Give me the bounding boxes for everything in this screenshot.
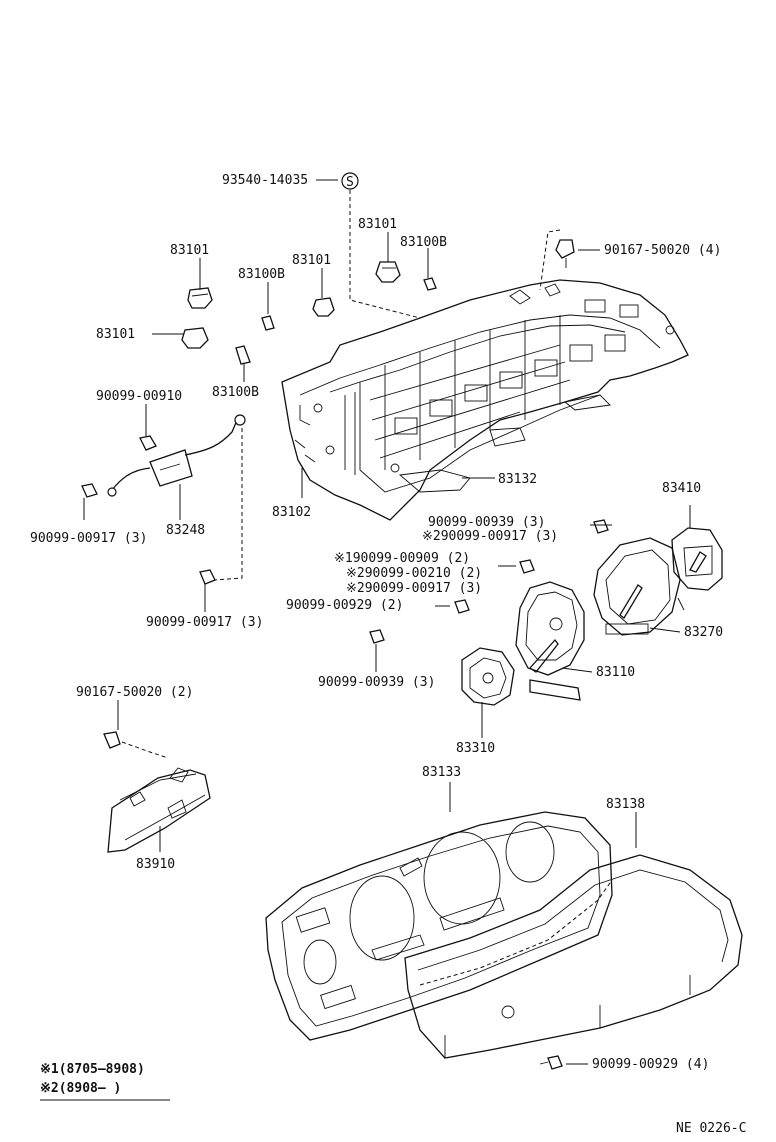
gauge-83310 [461,647,515,706]
sensor-83248 [107,414,246,497]
connector-83910 [107,767,211,853]
screw-90099-917-left [81,483,98,498]
label-90099-00929-2: 90099-00929 (2) [286,598,403,613]
socket-83101-a [187,287,213,309]
clip-s-icon: S [341,172,359,190]
bulb-83100b-b [261,315,275,331]
label-83101-b: 83101 [358,217,397,232]
clip-s-letter: S [346,175,354,190]
leader-lines [83,179,691,1065]
label-83100b-b: 83100B [238,267,285,282]
screw-90167-lower [103,731,121,749]
lens-83138 [404,854,743,1059]
label-ref2-00210: ※290099-00210 (2) [346,566,482,581]
label-90167-50020-2: 90167-50020 (2) [76,685,193,700]
label-83133: 83133 [422,765,461,780]
screw-90099-00910 [139,435,157,451]
socket-83101-c [312,297,335,317]
screw-90167-top [555,239,575,268]
bulb-83100b-a [423,277,437,291]
gauge-83270 [593,537,685,636]
label-83310: 83310 [456,741,495,756]
socket-83101-d [181,327,209,349]
screw-90099-939-lower [369,629,385,644]
label-93540-14035: 93540-14035 [222,173,308,188]
label-90099-00939-3b: 90099-00939 (3) [318,675,435,690]
bulb-83100b-c [235,345,251,365]
label-83138: 83138 [606,797,645,812]
label-83101-c: 83101 [292,253,331,268]
label-83410: 83410 [662,481,701,496]
housing-83102 [281,279,689,521]
legend: ※1(8705—8908) ※2(8908— ) [40,1062,170,1101]
legend-line-2: ※2(8908— ) [40,1081,121,1096]
label-83100b-a: 83100B [400,235,447,250]
gauge-83110 [515,581,585,701]
label-90099-00910: 90099-00910 [96,389,182,404]
label-ref2-00917b: ※290099-00917 (3) [346,581,482,596]
label-ref1-00909: ※190099-00909 (2) [334,551,470,566]
label-90099-00917-3a: 90099-00917 (3) [30,531,147,546]
label-90099-00917-3b: 90099-00917 (3) [146,615,263,630]
screw-90099-909 [519,559,535,574]
label-ref2-00917: ※290099-00917 (3) [422,529,558,544]
label-83248: 83248 [166,523,205,538]
screw-90099-939-upper [593,519,609,534]
label-90167-50020-4: 90167-50020 (4) [604,243,721,258]
diagram-code: NE 0226-C [676,1121,746,1136]
screw-90099-929-bottom [539,1055,563,1070]
label-83100b-c: 83100B [212,385,259,400]
legend-line-1: ※1(8705—8908) [40,1062,145,1077]
socket-83101-b [375,261,401,283]
screw-90099-917-lower [199,569,216,585]
housing-83133 [265,811,613,1041]
label-83132: 83132 [498,472,537,487]
label-83270: 83270 [684,625,723,640]
label-83102: 83102 [272,505,311,520]
label-90099-00939-3a: 90099-00939 (3) [428,515,545,530]
label-90099-00929-4: 90099-00929 (4) [592,1057,709,1072]
label-83110: 83110 [596,665,635,680]
part-labels: 93540-14035 83101 83101 83100B 90167-500… [30,173,723,1072]
label-83101-d: 83101 [96,327,135,342]
label-83910: 83910 [136,857,175,872]
label-83101-a: 83101 [170,243,209,258]
screw-90099-929-mid [454,599,470,614]
